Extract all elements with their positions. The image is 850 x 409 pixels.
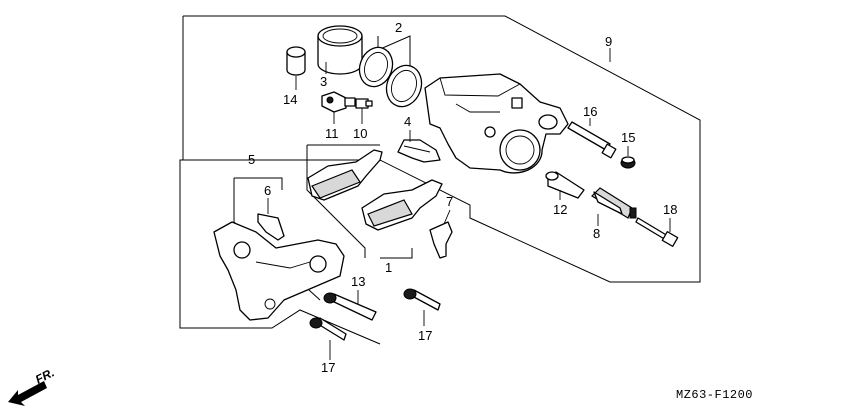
callout-6: 6 — [264, 183, 271, 198]
callout-15: 15 — [621, 130, 635, 145]
callout-14: 14 — [283, 92, 297, 107]
callout-17-lower: 17 — [321, 360, 335, 375]
callout-12: 12 — [553, 202, 567, 217]
pin-boot — [620, 156, 636, 169]
callout-17-center: 17 — [418, 328, 432, 343]
callout-10: 10 — [353, 126, 367, 141]
callout-5: 5 — [248, 152, 255, 167]
bolt-lower-left — [309, 317, 347, 341]
callout-16: 16 — [583, 104, 597, 119]
bracket-pin — [323, 292, 377, 321]
piston-seal — [358, 46, 394, 88]
slide-pin — [591, 187, 637, 219]
callout-3: 3 — [320, 74, 327, 89]
callout-11: 11 — [325, 126, 339, 141]
bracket-part-2 — [377, 35, 411, 70]
bracket-part-1 — [306, 145, 366, 258]
pad-pin-plug — [355, 98, 373, 109]
brake-pad-outer — [307, 149, 383, 201]
callout-9: 9 — [605, 34, 612, 49]
caliper-bracket — [213, 221, 345, 321]
assembly-boundary — [179, 15, 701, 345]
brake-pad-inner — [361, 179, 443, 231]
callout-18: 18 — [663, 202, 677, 217]
callout-7: 7 — [446, 194, 453, 209]
bolt-center — [403, 288, 441, 311]
pad-spring — [397, 139, 441, 163]
callout-2: 2 — [395, 20, 402, 35]
pin-bolt — [567, 121, 617, 159]
callout-8: 8 — [593, 226, 600, 241]
dust-seal — [385, 64, 423, 108]
bracket-clip — [257, 213, 285, 241]
direction-label: FR. — [33, 365, 57, 386]
callout-13: 13 — [351, 274, 365, 289]
callout-4: 4 — [404, 114, 411, 129]
callout-1: 1 — [385, 260, 392, 275]
pad-retainer — [429, 221, 453, 259]
slide-sleeve — [545, 171, 585, 199]
front-direction-arrow-icon — [8, 381, 47, 406]
caliper-body — [424, 73, 569, 174]
piston — [317, 25, 363, 75]
bleeder-valve — [321, 91, 356, 113]
caliper-bolt — [635, 217, 679, 247]
diagram-code: MZ63-F1200 — [676, 388, 753, 402]
bleeder-cap — [286, 46, 306, 76]
